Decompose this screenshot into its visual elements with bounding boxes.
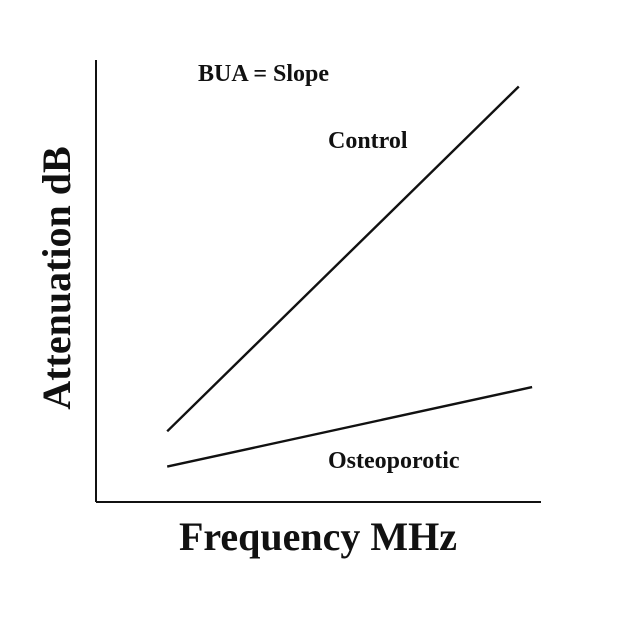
bua-slope-annotation: BUA = Slope [198,61,329,87]
series-label-osteoporotic: Osteoporotic [328,448,460,474]
series-label-control: Control [328,128,408,154]
x-axis-label: Frequency MHz [179,514,457,559]
series-line-control [166,85,520,433]
series-line-osteoporotic [166,385,533,468]
y-axis-label: Attenuation dB [34,146,79,409]
